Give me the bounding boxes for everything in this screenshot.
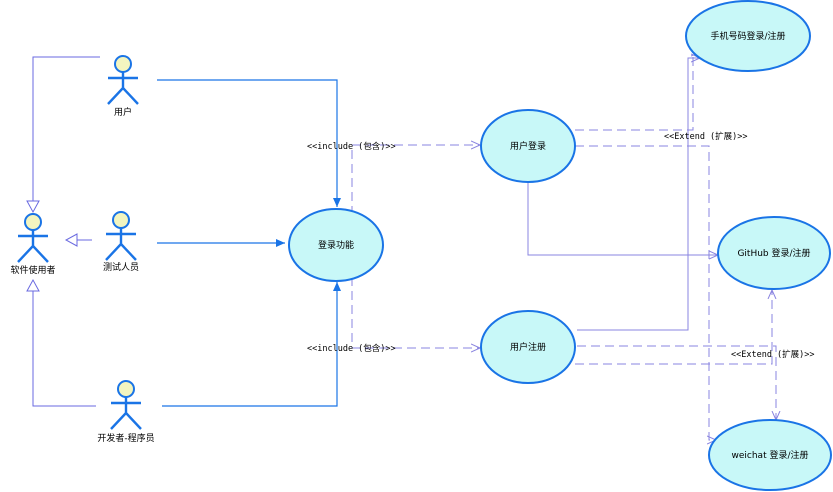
actor-body: [105, 228, 137, 261]
use-case-label-wechat-login: weichat 登录/注册: [732, 449, 809, 461]
extend-label-register: <<Extend (扩展)>>: [731, 349, 815, 360]
actor-head: [117, 380, 135, 398]
actor-tester[interactable]: 测试人员: [103, 211, 139, 273]
actor-head: [114, 55, 132, 73]
generalization-links: [26, 56, 100, 407]
association-links: [157, 79, 341, 407]
use-case-label-user-register: 用户注册: [510, 341, 546, 353]
use-case-label-github-login: GitHub 登录/注册: [737, 247, 810, 259]
use-case-ellipse: [480, 109, 576, 183]
extend-login-weichat: [575, 145, 716, 440]
extend-login-phone: [575, 52, 700, 131]
include-user-register: [351, 277, 480, 348]
include-user-login: [351, 145, 480, 215]
actor-software-user[interactable]: 软件使用者: [10, 213, 56, 276]
use-case-label-phone-login: 手机号码登录/注册: [710, 30, 785, 42]
actor-head: [24, 213, 42, 231]
association-developer-login: [162, 282, 341, 407]
use-case-github-login[interactable]: GitHub 登录/注册: [717, 216, 831, 290]
use-case-ellipse: [480, 310, 576, 384]
use-case-phone-login[interactable]: 手机号码登录/注册: [685, 0, 811, 72]
actor-label-software-user: 软件使用者: [10, 264, 55, 276]
use-case-login-function[interactable]: 登录功能: [288, 208, 384, 282]
actor-body: [107, 72, 139, 105]
actor-body: [17, 230, 49, 263]
actor-label-tester: 测试人员: [103, 261, 139, 273]
extend-register-weichat: [577, 345, 776, 420]
actor-label-user: 用户: [114, 106, 132, 118]
include-label-register: <<include (包含)>>: [307, 343, 396, 354]
actor-body: [110, 397, 142, 430]
use-case-user-register[interactable]: 用户注册: [480, 310, 576, 384]
use-case-wechat-login[interactable]: weichat 登录/注册: [708, 419, 832, 491]
include-links: [351, 145, 480, 348]
extend-label-login: <<Extend (扩展)>>: [664, 131, 748, 142]
use-case-ellipse: [685, 0, 811, 72]
use-case-ellipse: [288, 208, 384, 282]
actor-user[interactable]: 用户: [107, 55, 139, 118]
use-case-user-login[interactable]: 用户登录: [480, 109, 576, 183]
extend-register-github: [575, 290, 772, 365]
actor-developer[interactable]: 开发者-程序员: [97, 380, 155, 444]
use-case-label-user-login: 用户登录: [510, 140, 546, 152]
extend-login-github: [527, 183, 718, 255]
association-user-login: [157, 79, 341, 207]
actor-label-developer: 开发者-程序员: [97, 432, 154, 444]
include-label-login: <<include (包含)>>: [307, 141, 396, 152]
actor-head: [112, 211, 130, 229]
use-case-ellipse: [717, 216, 831, 290]
generalization-user: [26, 56, 100, 214]
generalization-developer: [26, 278, 96, 407]
use-case-ellipse: [708, 419, 832, 491]
extend-register-phone: [577, 58, 700, 331]
use-case-label-login-function: 登录功能: [318, 239, 354, 251]
